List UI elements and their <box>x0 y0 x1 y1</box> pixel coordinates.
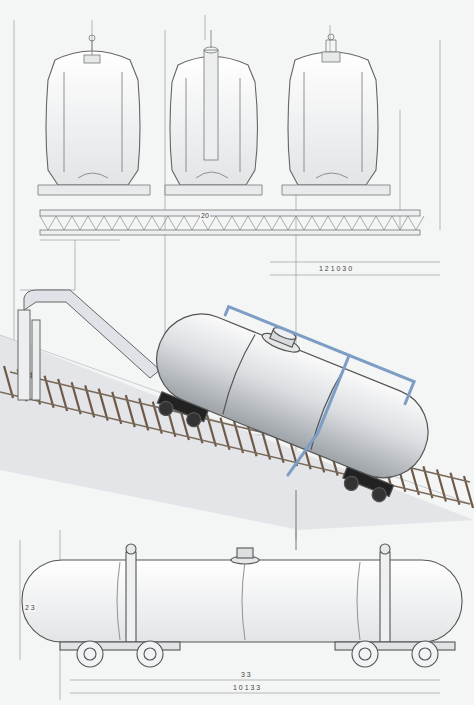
dimension-label: 3 3 <box>240 671 252 679</box>
dimension-label: 1 2 1 0 3 0 <box>318 265 353 273</box>
dimension-label: 1 0 1 3 3 <box>232 684 261 692</box>
dimension-label: 2 3 <box>24 604 36 612</box>
dimension-label: 20 <box>200 212 210 220</box>
